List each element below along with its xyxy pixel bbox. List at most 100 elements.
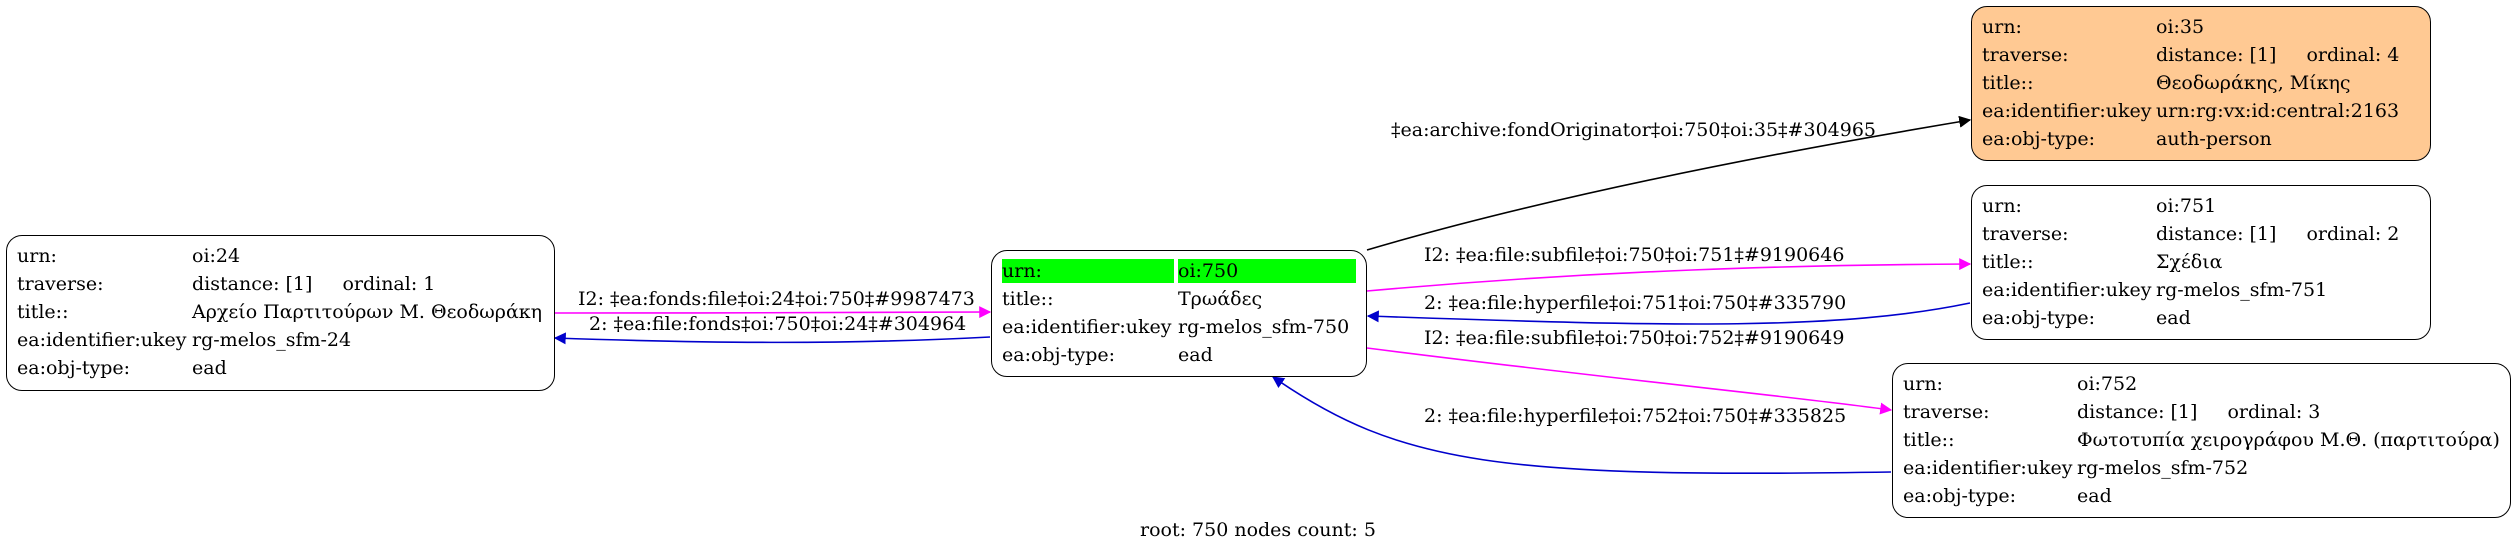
node-row-objtype: ea:obj-type: ead xyxy=(17,354,544,382)
node-row-ukey: ea:identifier:ukey rg-melos_sfm-750 xyxy=(1002,313,1356,341)
field-value: distance: [1] ordinal: 2 xyxy=(2156,223,2420,245)
field-key: title:: xyxy=(17,301,69,323)
field-key: urn: xyxy=(1982,195,2022,217)
ordinal-value: ordinal: 2 xyxy=(2306,223,2400,245)
edge-fond-originator-line xyxy=(1366,115,1972,251)
field-value: distance: [1] ordinal: 3 xyxy=(2077,401,2500,423)
field-key: title:: xyxy=(1982,251,2034,273)
ordinal-value: ordinal: 1 xyxy=(342,273,436,295)
field-value: rg-melos_sfm-750 xyxy=(1178,316,1350,338)
field-value: auth-person xyxy=(2156,128,2272,150)
field-key: traverse: xyxy=(1903,401,1990,423)
edge-label-hyperfile-752: 2: ‡ea:file:hyperfile‡oi:752‡oi:750‡#335… xyxy=(1424,405,1847,427)
node-row-objtype: ea:obj-type: ead xyxy=(1982,304,2420,332)
ordinal-value: ordinal: 4 xyxy=(2306,44,2400,66)
node-row-urn: urn:oi:750 xyxy=(1002,257,1356,285)
field-value: ead xyxy=(192,357,227,379)
field-value: oi:751 xyxy=(2156,195,2217,217)
field-key: traverse: xyxy=(1982,223,2069,245)
field-key: traverse: xyxy=(1982,44,2069,66)
distance-value: distance: [1] xyxy=(2156,44,2277,66)
edge-label-file-fonds: 2: ‡ea:file:fonds‡oi:750‡oi:24‡#304964 xyxy=(589,313,967,335)
field-value: distance: [1] ordinal: 1 xyxy=(192,273,544,295)
node-row-title: title::Αρχείο Παρτιτούρων Μ. Θεοδωράκη xyxy=(17,298,544,326)
field-key: title:: xyxy=(1002,288,1054,310)
field-value: oi:750 xyxy=(1178,259,1356,283)
node-oi-750-root[interactable]: urn:oi:750 title::Τρωάδες ea:identifier:… xyxy=(991,250,1367,377)
field-value: Φωτοτυπία χειρογράφου Μ.Θ. (παρτιτούρα) xyxy=(2077,429,2500,451)
field-value: ead xyxy=(1178,344,1213,366)
edge-label-fonds-file: I2: ‡ea:fonds:file‡oi:24‡oi:750‡#9987473 xyxy=(578,288,975,310)
field-value: Σχέδια xyxy=(2156,251,2223,273)
node-row-title: title::Σχέδια xyxy=(1982,248,2420,276)
edge-label-fond-originator: ‡ea:archive:fondOriginator‡oi:750‡oi:35‡… xyxy=(1391,119,1877,141)
field-value: ead xyxy=(2156,307,2191,329)
field-key: ea:identifier:ukey xyxy=(1002,316,1172,338)
field-key: ea:obj-type: xyxy=(1982,307,2096,329)
field-key: title:: xyxy=(1982,72,2034,94)
node-row-urn: urn: oi:752 xyxy=(1903,370,2500,398)
node-row-traverse: traverse: distance: [1] ordinal: 1 xyxy=(17,270,544,298)
node-row-title: title::Τρωάδες xyxy=(1002,285,1356,313)
edge-label-hyperfile-751: 2: ‡ea:file:hyperfile‡oi:751‡oi:750‡#335… xyxy=(1424,292,1847,314)
node-oi-751[interactable]: urn: oi:751 traverse: distance: [1] ordinal… xyxy=(1971,185,2431,340)
field-key: ea:obj-type: xyxy=(1002,344,1116,366)
field-value: oi:752 xyxy=(2077,373,2138,395)
node-row-urn: urn: oi:751 xyxy=(1982,192,2420,220)
field-key: ea:obj-type: xyxy=(1982,128,2096,150)
field-key: ea:obj-type: xyxy=(1903,485,2017,507)
field-value: Αρχείο Παρτιτούρων Μ. Θεοδωράκη xyxy=(192,301,543,323)
node-oi-35[interactable]: urn: oi:35 traverse: distance: [1] ordinal:… xyxy=(1971,6,2431,161)
ordinal-value: ordinal: 3 xyxy=(2227,401,2321,423)
edge-fonds-file-line xyxy=(554,306,992,319)
distance-value: distance: [1] xyxy=(2156,223,2277,245)
field-value: urn:rg:vx:id:central:2163 xyxy=(2156,100,2400,122)
field-key: traverse: xyxy=(17,273,104,295)
field-key: urn: xyxy=(17,245,57,267)
distance-value: distance: [1] xyxy=(2077,401,2198,423)
node-row-objtype: ea:obj-type: ead xyxy=(1002,341,1356,369)
node-oi-24[interactable]: urn: oi:24 traverse: distance: [1] ordinal:… xyxy=(6,235,555,391)
field-key: ea:identifier:ukey xyxy=(1903,457,2073,479)
edge-label-subfile-752: I2: ‡ea:file:subfile‡oi:750‡oi:752‡#9190… xyxy=(1424,327,1845,349)
distance-value: distance: [1] xyxy=(192,273,313,295)
field-key: ea:identifier:ukey xyxy=(1982,279,2152,301)
node-oi-752[interactable]: urn: oi:752 traverse: distance: [1] ordinal… xyxy=(1892,363,2511,518)
node-row-urn: urn: oi:24 xyxy=(17,242,544,270)
field-key: title:: xyxy=(1903,429,1955,451)
field-key: urn: xyxy=(1903,373,1943,395)
node-row-title: title::Φωτοτυπία χειρογράφου Μ.Θ. (παρτι… xyxy=(1903,426,2500,454)
field-value: oi:24 xyxy=(192,245,241,267)
node-row-urn: urn: oi:35 xyxy=(1982,13,2420,41)
field-key: ea:identifier:ukey xyxy=(1982,100,2152,122)
field-key: urn: xyxy=(1002,259,1174,283)
field-value: distance: [1] ordinal: 4 xyxy=(2156,44,2420,66)
edge-hyperfile-752-line xyxy=(1272,376,1892,475)
field-key: ea:obj-type: xyxy=(17,357,131,379)
edge-file-fonds-line xyxy=(553,332,991,345)
field-value: ead xyxy=(2077,485,2112,507)
field-value: oi:35 xyxy=(2156,16,2205,38)
field-value: rg-melos_sfm-751 xyxy=(2156,279,2328,301)
node-row-title: title::Θεοδωράκης, Μίκης xyxy=(1982,69,2420,97)
edge-label-subfile-751: I2: ‡ea:file:subfile‡oi:750‡oi:751‡#9190… xyxy=(1424,244,1845,266)
graph-summary: root: 750 nodes count: 5 xyxy=(1140,519,1376,541)
node-row-traverse: traverse: distance: [1] ordinal: 4 xyxy=(1982,41,2420,69)
node-row-traverse: traverse: distance: [1] ordinal: 3 xyxy=(1903,398,2500,426)
edge-subfile-751-line xyxy=(1366,258,1972,292)
node-row-objtype: ea:obj-type: ead xyxy=(1903,482,2500,510)
field-value: rg-melos_sfm-24 xyxy=(192,329,352,351)
field-key: urn: xyxy=(1982,16,2022,38)
field-value: rg-melos_sfm-752 xyxy=(2077,457,2249,479)
edge-subfile-752-line xyxy=(1366,347,1893,415)
field-key: ea:identifier:ukey xyxy=(17,329,187,351)
node-row-traverse: traverse: distance: [1] ordinal: 2 xyxy=(1982,220,2420,248)
node-row-objtype: ea:obj-type: auth-person xyxy=(1982,125,2420,153)
field-value: Θεοδωράκης, Μίκης xyxy=(2156,72,2351,94)
field-value: Τρωάδες xyxy=(1178,288,1263,310)
edge-hyperfile-751-line xyxy=(1366,302,1971,325)
